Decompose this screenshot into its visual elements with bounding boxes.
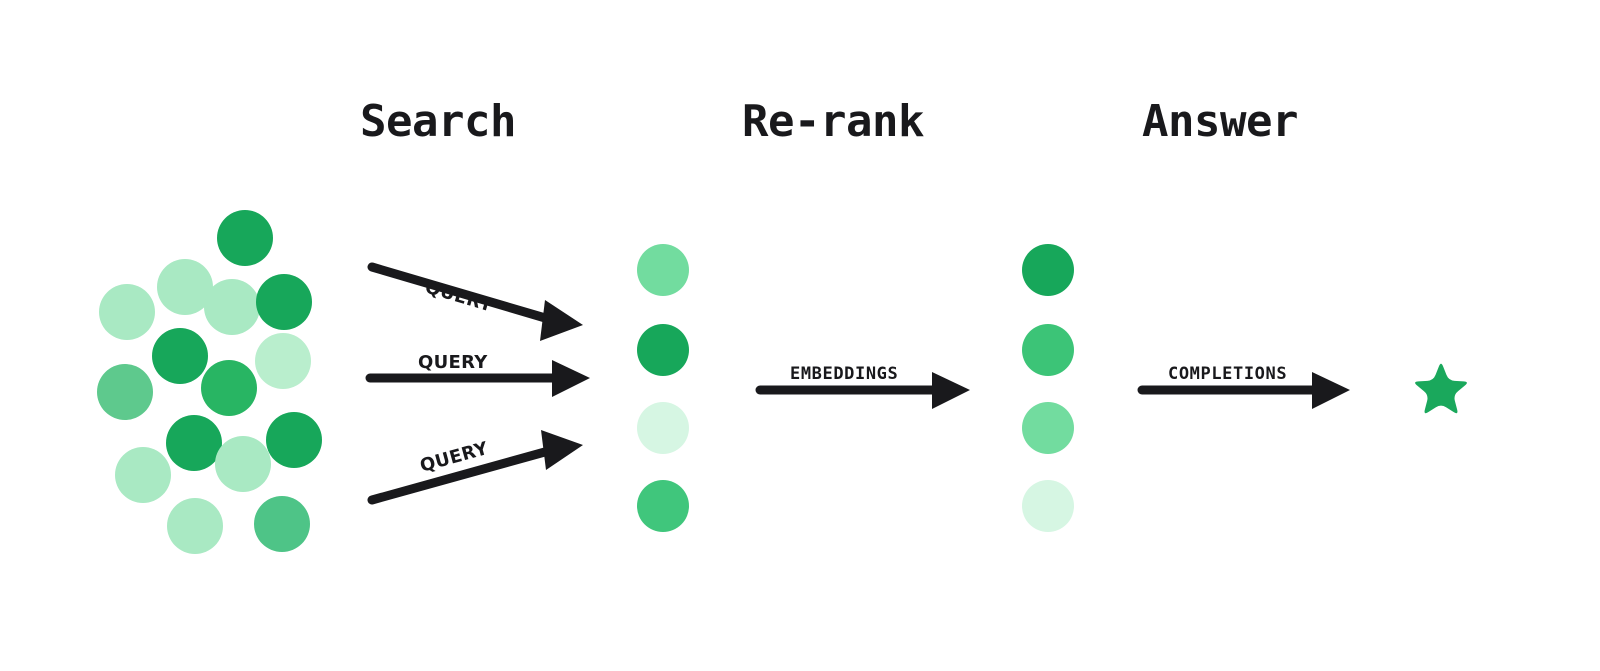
arrow-query-3: QUERY	[367, 430, 583, 505]
arrow-query-2: QUERY	[365, 352, 590, 397]
arrow-completions: COMPLETIONS	[1137, 364, 1350, 409]
search-results-dot	[637, 324, 689, 376]
corpus-dot	[157, 259, 213, 315]
corpus-dot	[166, 415, 222, 471]
arrowhead	[552, 360, 590, 397]
corpus-dot	[266, 412, 322, 468]
arrow-query-1: QUERY	[367, 262, 583, 341]
corpus-dot	[201, 360, 257, 416]
arrow-embeddings: EMBEDDINGS	[755, 364, 970, 409]
arrow-label-completions: COMPLETIONS	[1168, 364, 1287, 384]
document-corpus-cluster	[97, 210, 322, 554]
corpus-dot	[152, 328, 208, 384]
corpus-dot	[215, 436, 271, 492]
arrowhead	[932, 372, 970, 409]
corpus-dot	[254, 496, 310, 552]
corpus-dot	[217, 210, 273, 266]
corpus-dot	[167, 498, 223, 554]
reranked-results-dot	[1022, 402, 1074, 454]
reranked-results-dot	[1022, 480, 1074, 532]
arrow-label-query-1: QUERY	[423, 277, 496, 317]
reranked-results-dot	[1022, 324, 1074, 376]
search-results-dot	[637, 480, 689, 532]
answer-star-icon	[1415, 363, 1467, 414]
corpus-dot	[204, 279, 260, 335]
reranked-results-dot	[1022, 244, 1074, 296]
corpus-dot	[99, 284, 155, 340]
arrowhead	[1312, 372, 1350, 409]
arrow-label-query-2: QUERY	[418, 352, 488, 373]
search-results-dot	[637, 244, 689, 296]
stage-heading-search: Search	[360, 96, 516, 147]
search-results-dot	[637, 402, 689, 454]
corpus-dot	[97, 364, 153, 420]
arrowhead	[541, 430, 583, 470]
corpus-dot	[115, 447, 171, 503]
arrow-label-embeddings: EMBEDDINGS	[790, 364, 898, 384]
corpus-dot	[256, 274, 312, 330]
stage-heading-answer: Answer	[1142, 96, 1298, 147]
arrowhead	[540, 300, 583, 341]
stage-heading-rerank: Re-rank	[742, 96, 924, 147]
corpus-dot	[255, 333, 311, 389]
search-results-column	[637, 244, 689, 532]
reranked-results-column	[1022, 244, 1074, 532]
